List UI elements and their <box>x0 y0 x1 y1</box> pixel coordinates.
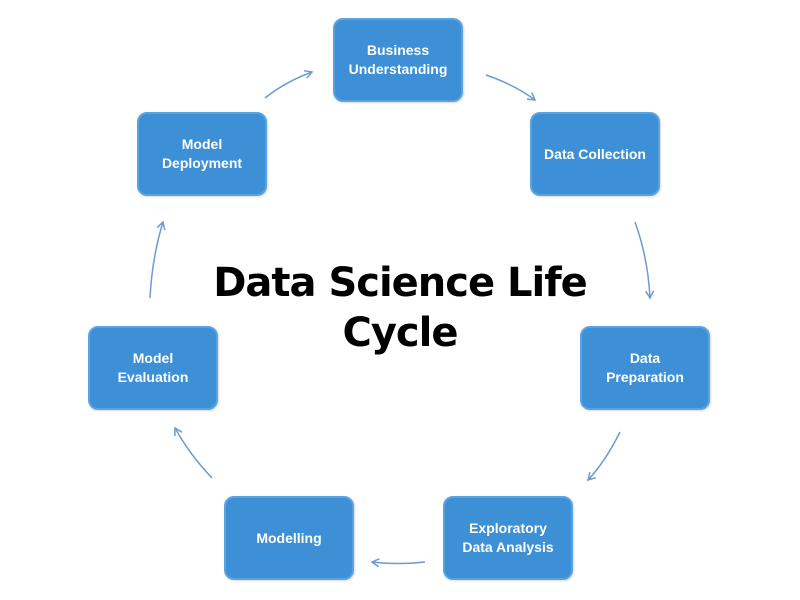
arrow-modelling-to-evaluation <box>174 426 213 479</box>
diagram-title: Data Science Life Cycle <box>213 260 588 356</box>
arrow-preparation-to-exploratory <box>586 431 621 482</box>
arrow-business-to-collection <box>485 74 537 101</box>
arrow-deployment-to-business <box>264 69 314 99</box>
arrow-evaluation-to-deployment <box>149 220 166 299</box>
step-data-preparation: Data Preparation <box>580 326 710 410</box>
arrow-exploratory-to-modelling <box>370 558 426 568</box>
step-model-evaluation: Model Evaluation <box>88 326 218 410</box>
step-model-deployment: Model Deployment <box>137 112 267 196</box>
step-data-collection: Data Collection <box>530 112 660 196</box>
step-business-understanding: Business Understanding <box>333 18 463 102</box>
arrow-collection-to-preparation <box>634 221 655 300</box>
step-exploratory-data-analysis: Exploratory Data Analysis <box>443 496 573 580</box>
step-modelling: Modelling <box>224 496 354 580</box>
